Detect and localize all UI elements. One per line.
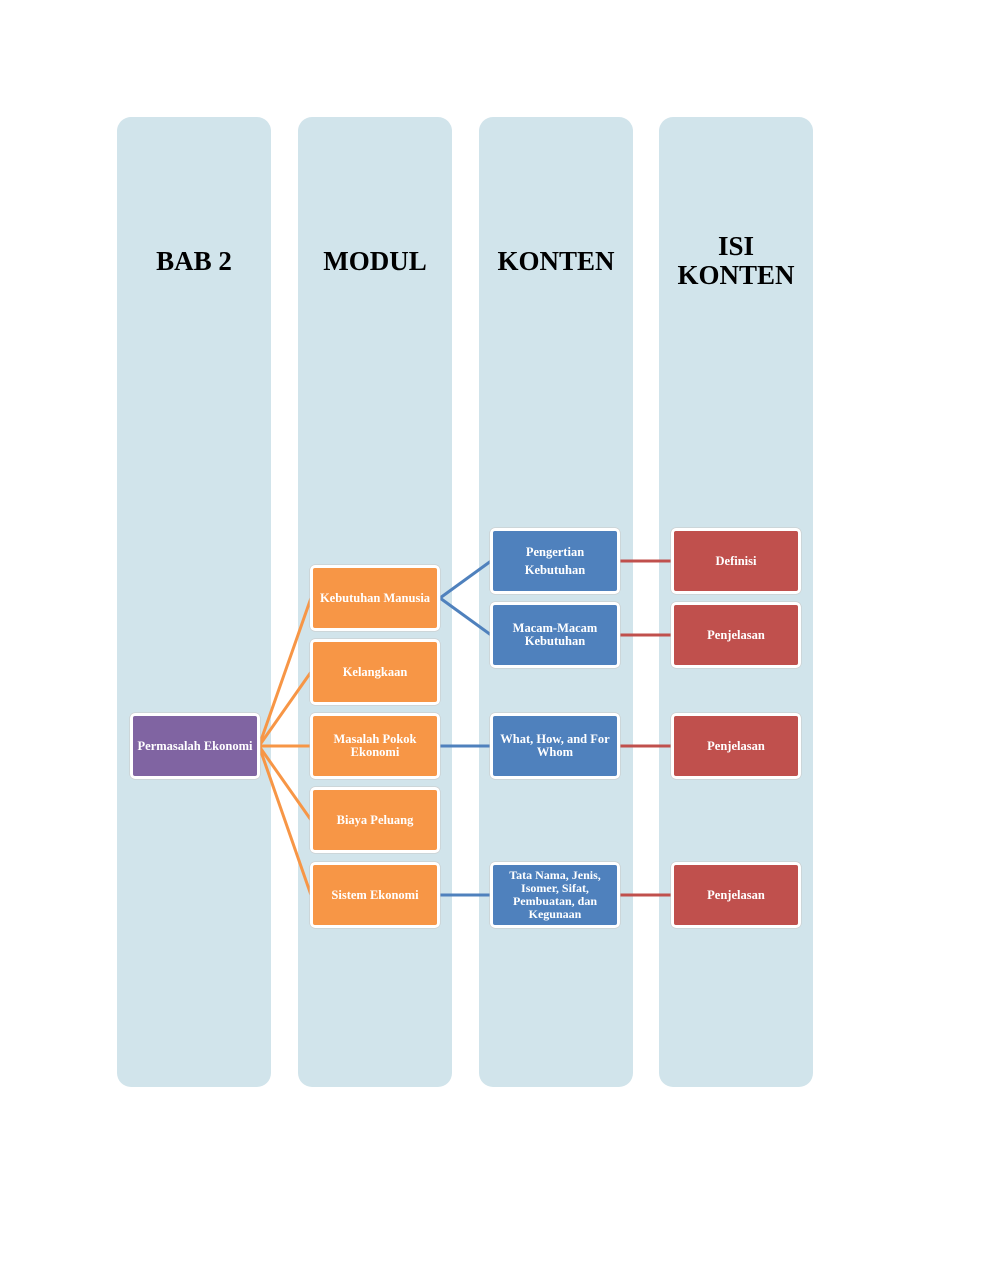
node-root: Permasalah Ekonomi xyxy=(130,713,260,779)
node-konten-macam: Macam-Macam Kebutuhan xyxy=(490,602,620,668)
node-modul-masalah-pokok: Masalah Pokok Ekonomi xyxy=(310,713,440,779)
node-konten-pengertian: Pengertian Kebutuhan xyxy=(490,528,620,594)
connector-root-kebutuhan xyxy=(257,597,313,747)
node-konten-tata-nama: Tata Nama, Jenis, Isomer, Sifat, Pembuat… xyxy=(490,862,620,928)
connector-kebutuhan-pengertian xyxy=(439,559,492,600)
node-isi-penjelasan-3: Penjelasan xyxy=(671,862,801,928)
node-konten-what-how: What, How, and For Whom xyxy=(490,713,620,779)
node-modul-sistem-ekonomi: Sistem Ekonomi xyxy=(310,862,440,928)
column-title-isi-konten: ISI KONTEN xyxy=(677,231,795,290)
node-modul-kelangkaan: Kelangkaan xyxy=(310,639,440,705)
connector-root-biaya xyxy=(257,745,313,821)
column-bab: BAB 2 xyxy=(117,117,271,1087)
connector-root-kelangkaan xyxy=(257,671,313,747)
column-title-bab: BAB 2 xyxy=(156,245,232,276)
node-isi-definisi: Definisi xyxy=(671,528,801,594)
node-modul-biaya-peluang: Biaya Peluang xyxy=(310,787,440,853)
column-title-modul: MODUL xyxy=(323,245,427,276)
node-modul-kebutuhan-manusia: Kebutuhan Manusia xyxy=(310,565,440,631)
connector-root-sistem xyxy=(257,745,313,896)
node-isi-penjelasan-1: Penjelasan xyxy=(671,602,801,668)
node-isi-penjelasan-2: Penjelasan xyxy=(671,713,801,779)
column-title-konten: KONTEN xyxy=(497,245,615,276)
connector-kebutuhan-macam xyxy=(439,596,492,637)
